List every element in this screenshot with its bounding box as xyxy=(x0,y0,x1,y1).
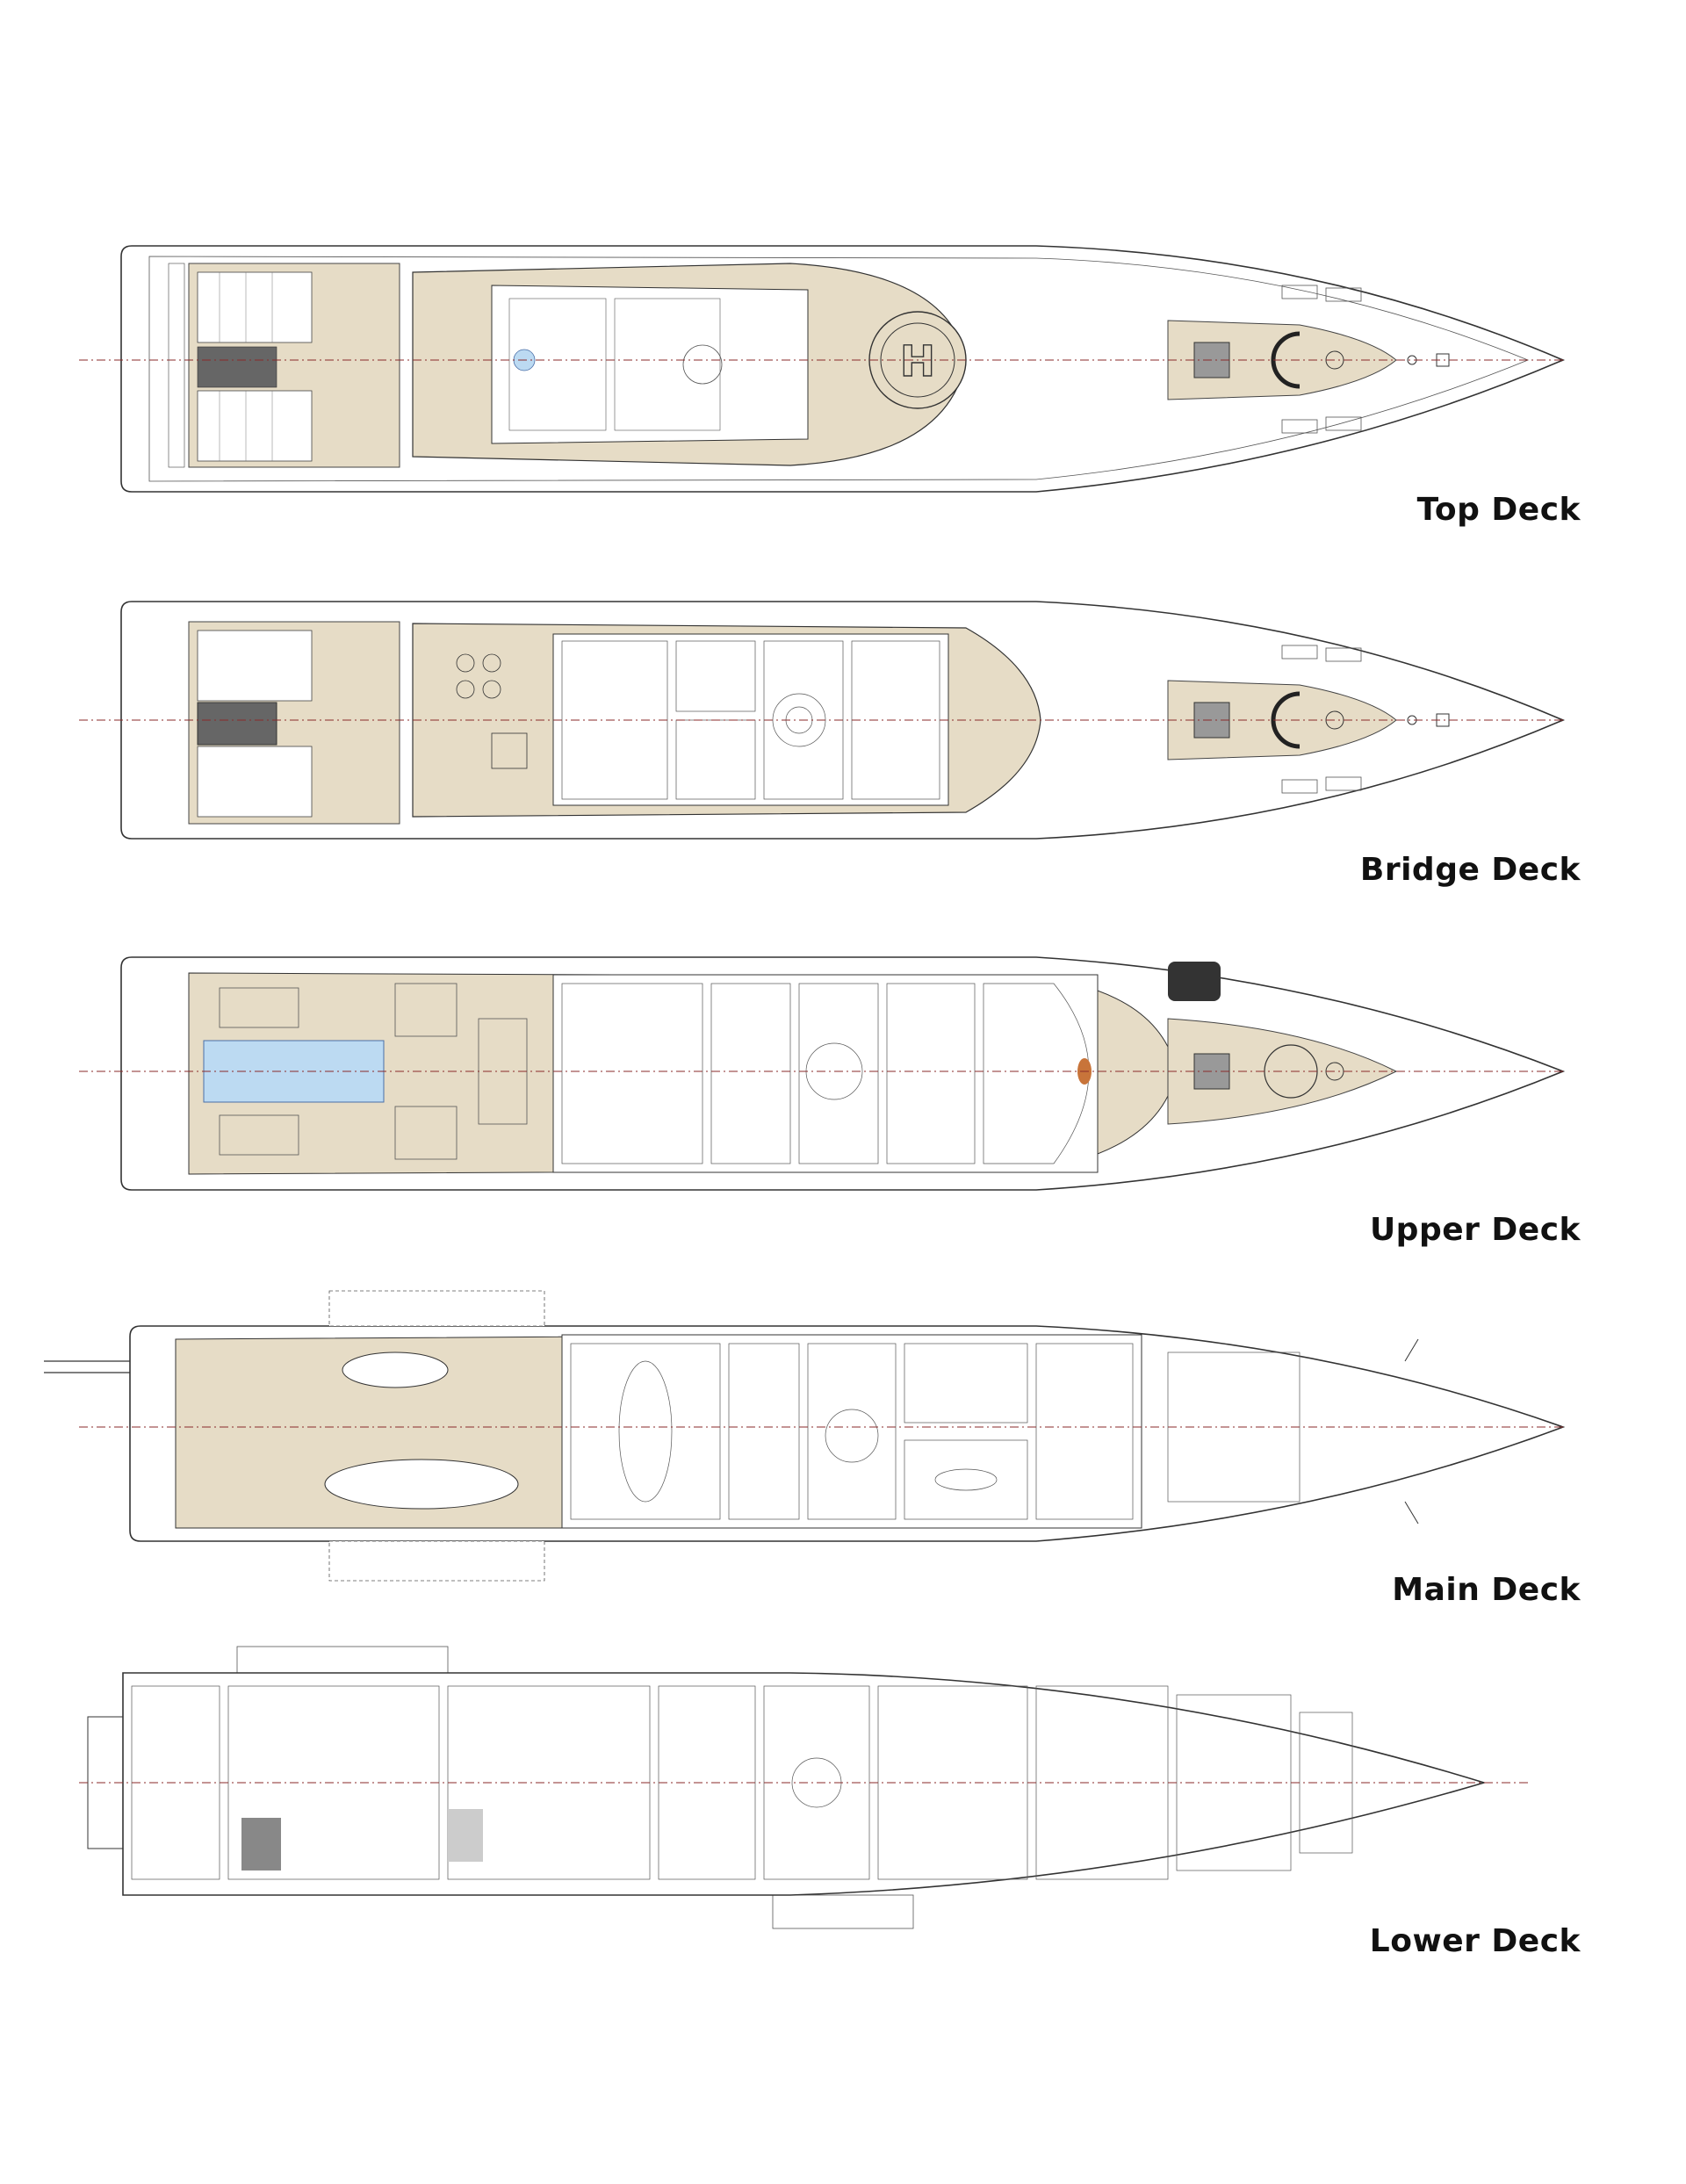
hull-outline xyxy=(122,1672,1487,1896)
deck-bridge: Bridge Deck xyxy=(0,562,1686,896)
deck-label-lower: Lower Deck xyxy=(1369,1923,1581,1959)
deck-label-bridge: Bridge Deck xyxy=(1359,852,1581,888)
upper-deck-plan xyxy=(79,956,1566,1191)
bridge-deck-plan xyxy=(79,601,1566,840)
deck-label-top: Top Deck xyxy=(1416,492,1581,528)
deck-main: Main Deck xyxy=(0,1273,1686,1625)
top-deck-plan: H xyxy=(79,245,1566,493)
deck-label-main: Main Deck xyxy=(1392,1572,1581,1608)
deck-lower: Lower Deck xyxy=(0,1633,1686,1985)
lower-deck-plan xyxy=(79,1646,1528,1929)
deck-upper: Upper Deck xyxy=(0,922,1686,1265)
deck-label-upper: Upper Deck xyxy=(1369,1212,1581,1248)
svg-text:H: H xyxy=(900,337,935,386)
main-deck-plan xyxy=(44,1290,1566,1582)
deck-top: H Top Deck xyxy=(0,202,1686,536)
